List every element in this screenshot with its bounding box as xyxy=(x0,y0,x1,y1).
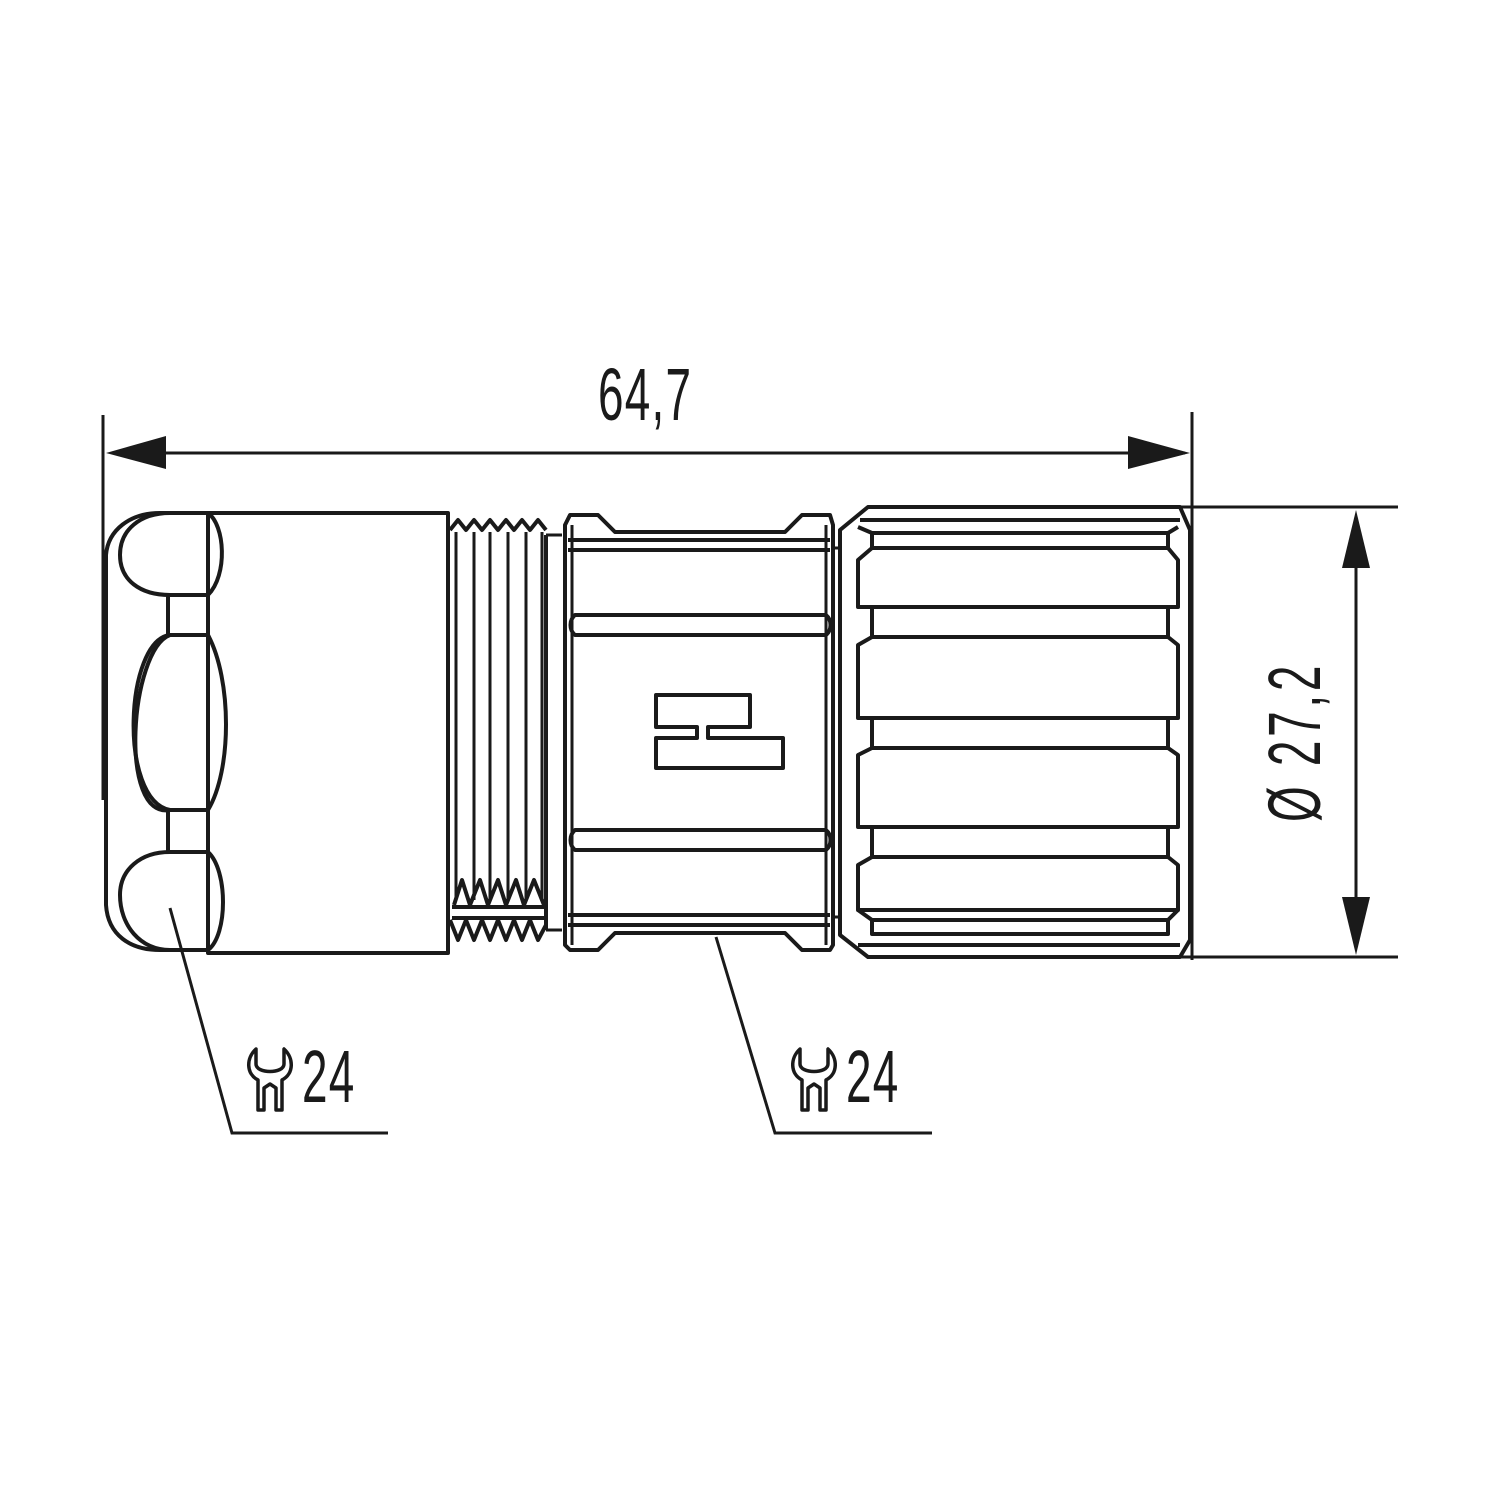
wrench-size-2: 24 xyxy=(846,1035,900,1118)
gland-body xyxy=(206,511,450,955)
callout-wrench-1: 24 xyxy=(244,1040,388,1114)
housing-body xyxy=(563,513,842,952)
length-dimension-label: 64,7 xyxy=(598,353,693,436)
thread xyxy=(448,518,562,942)
coupling-ring xyxy=(838,505,1192,959)
diameter-dimension xyxy=(1180,505,1398,959)
leader-line-1 xyxy=(168,907,388,1135)
wrench-icon xyxy=(247,1047,293,1112)
logo-icon xyxy=(654,693,785,770)
diameter-dimension-label: Ø 27,2 xyxy=(1253,661,1336,822)
callout-wrench-2: 24 xyxy=(788,1040,932,1114)
wrench-size-1: 24 xyxy=(302,1035,356,1118)
wrench-icon xyxy=(791,1047,837,1112)
leader-line-2 xyxy=(714,936,932,1135)
length-dimension xyxy=(101,412,1194,960)
